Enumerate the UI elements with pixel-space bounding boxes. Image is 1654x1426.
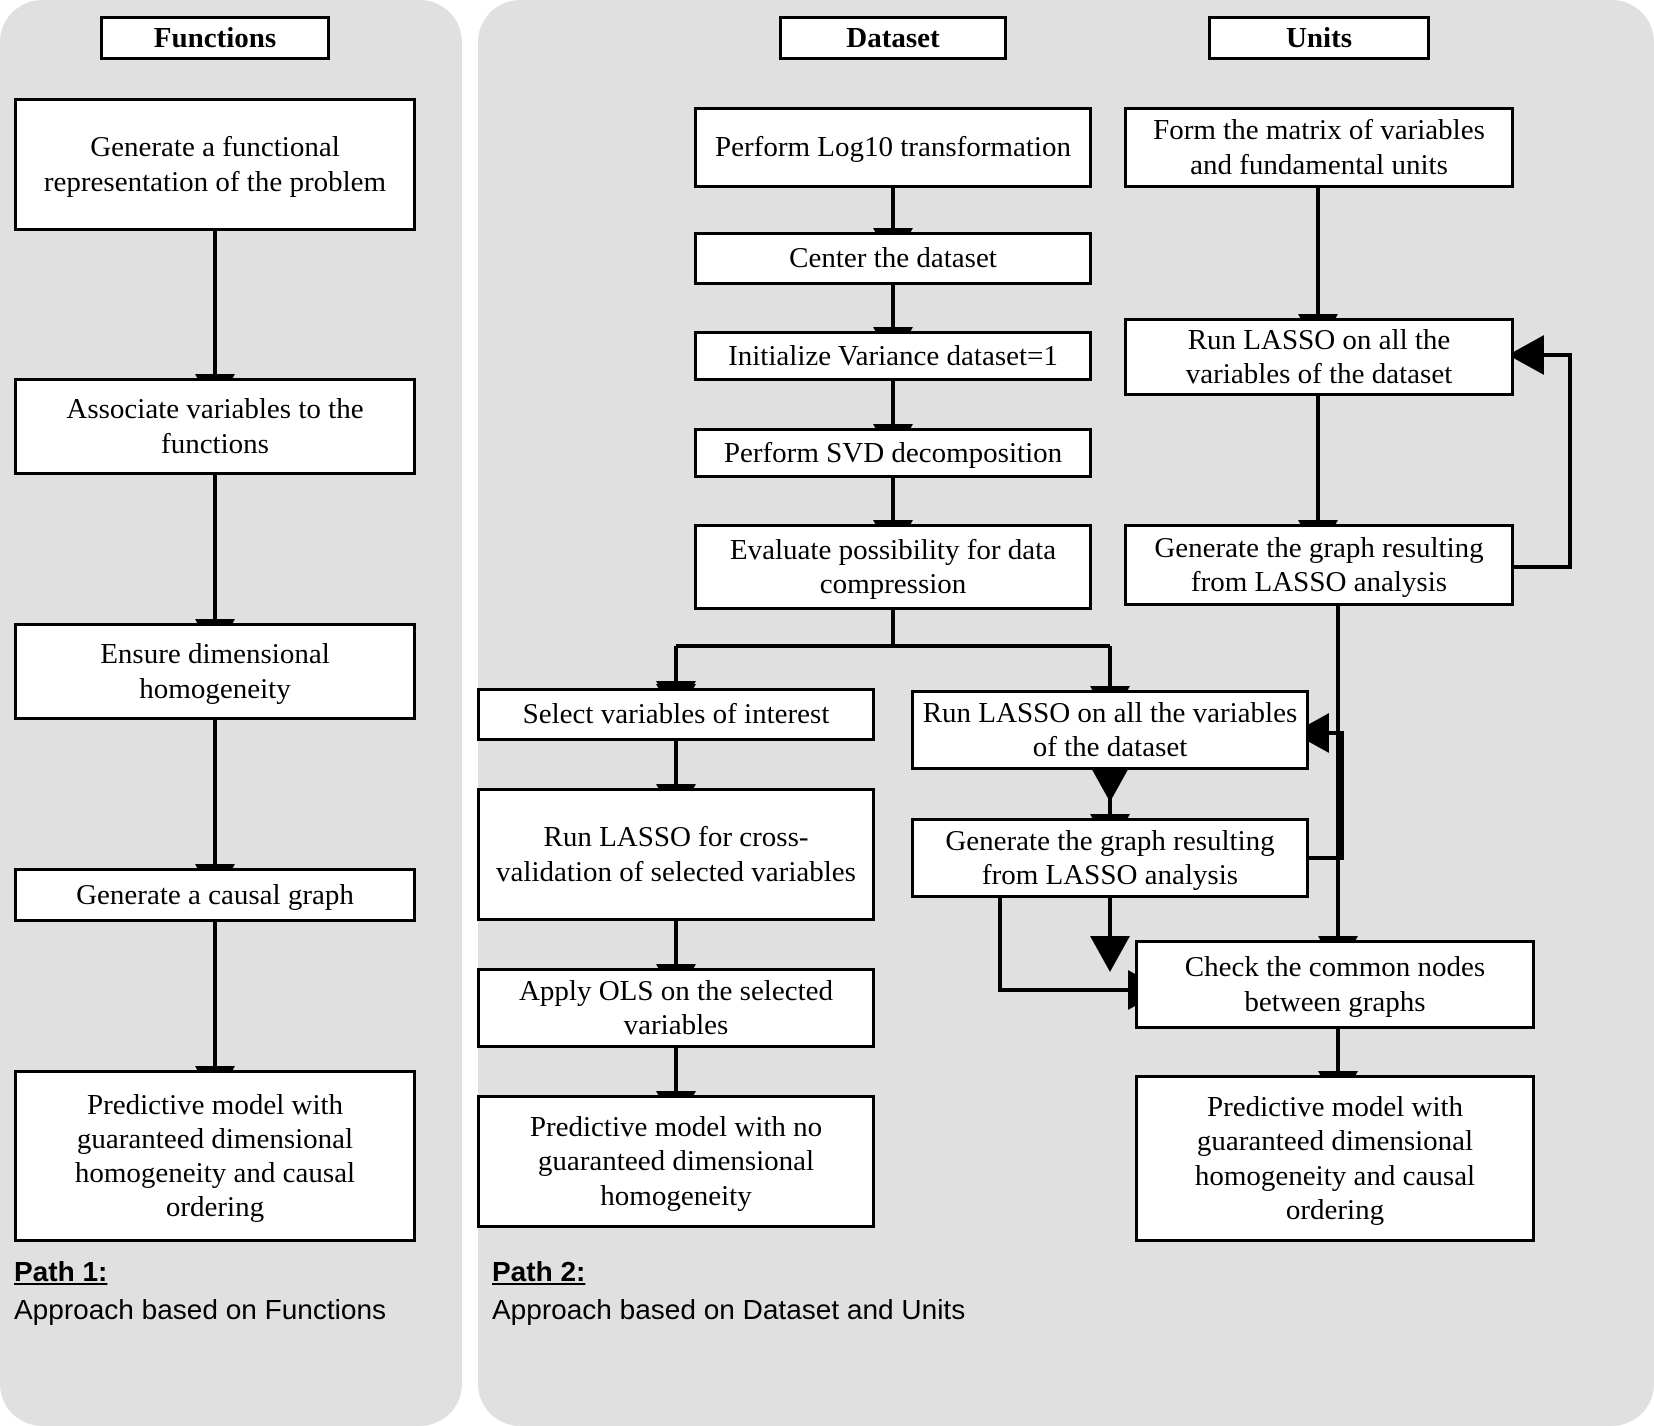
node-generate-functional-representation: Generate a functional representation of …: [14, 98, 416, 231]
node-run-lasso-crossvalidation: Run LASSO for cross-validation of select…: [477, 788, 875, 921]
node-label: Center the dataset: [789, 242, 997, 275]
node-label: Predictive model with guaranteed dimensi…: [1194, 1091, 1476, 1226]
node-label: Predictive model with no guaranteed dime…: [529, 1111, 823, 1212]
header-functions: Functions: [100, 16, 330, 60]
node-evaluate-compression: Evaluate possibility for data compressio…: [694, 524, 1092, 610]
node-perform-log10: Perform Log10 transformation: [694, 107, 1092, 188]
node-label: Predictive model with guaranteed dimensi…: [74, 1088, 356, 1224]
node-label: Generate a causal graph: [76, 878, 354, 911]
node-label: Generate a functional representation of …: [43, 131, 387, 198]
path1-caption: Approach based on Functions: [14, 1294, 387, 1325]
node-label: Run LASSO on all the variables of the da…: [922, 696, 1298, 763]
node-label: Perform SVD decomposition: [723, 436, 1063, 469]
node-label: Form the matrix of variables and fundame…: [1153, 114, 1485, 181]
node-center-dataset: Center the dataset: [694, 232, 1092, 285]
header-dataset: Dataset: [779, 16, 1007, 60]
node-perform-svd: Perform SVD decomposition: [694, 428, 1092, 478]
path1-title: Path 1:: [14, 1256, 108, 1287]
node-associate-variables: Associate variables to the functions: [14, 378, 416, 475]
node-label: Select variables of interest: [522, 698, 830, 731]
node-run-lasso-all-variables-units: Run LASSO on all the variables of the da…: [1124, 318, 1514, 396]
node-label: Generate the graph resulting from LASSO …: [945, 824, 1275, 891]
node-label: Generate the graph resulting from LASSO …: [1154, 531, 1484, 598]
node-generate-graph-lasso-dataset: Generate the graph resulting from LASSO …: [911, 818, 1309, 898]
path2-title: Path 2:: [492, 1256, 586, 1287]
node-label: Apply OLS on the selected variables: [518, 974, 834, 1041]
node-ensure-dimensional-homogeneity: Ensure dimensional homogeneity: [14, 623, 416, 720]
node-predictive-model-path2: Predictive model with guaranteed dimensi…: [1135, 1075, 1535, 1242]
node-label: Initialize Variance dataset=1: [728, 339, 1058, 372]
node-label: Run LASSO on all the variables of the da…: [1185, 323, 1453, 390]
node-form-matrix-variables-units: Form the matrix of variables and fundame…: [1124, 107, 1514, 188]
node-label: Ensure dimensional homogeneity: [100, 638, 330, 705]
path2-caption: Approach based on Dataset and Units: [492, 1294, 966, 1325]
node-run-lasso-all-variables-dataset: Run LASSO on all the variables of the da…: [911, 690, 1309, 770]
header-units: Units: [1208, 16, 1430, 60]
node-label: Associate variables to the functions: [66, 393, 364, 460]
node-select-variables: Select variables of interest: [477, 688, 875, 741]
node-generate-graph-lasso-units: Generate the graph resulting from LASSO …: [1124, 524, 1514, 606]
node-initialize-variance: Initialize Variance dataset=1: [694, 331, 1092, 381]
node-predictive-model-path1: Predictive model with guaranteed dimensi…: [14, 1070, 416, 1242]
path1-caption-block: Path 1: Approach based on Functions: [14, 1256, 444, 1326]
node-label: Run LASSO for cross-validation of select…: [496, 821, 856, 888]
node-label: Perform Log10 transformation: [715, 131, 1071, 164]
node-label: Evaluate possibility for data compressio…: [729, 533, 1057, 600]
node-apply-ols: Apply OLS on the selected variables: [477, 968, 875, 1048]
node-check-common-nodes: Check the common nodes between graphs: [1135, 940, 1535, 1029]
node-label: Check the common nodes between graphs: [1184, 951, 1486, 1018]
node-predictive-model-no-guarantee: Predictive model with no guaranteed dime…: [477, 1095, 875, 1228]
path2-caption-block: Path 2: Approach based on Dataset and Un…: [492, 1256, 1192, 1326]
node-generate-causal-graph: Generate a causal graph: [14, 868, 416, 922]
